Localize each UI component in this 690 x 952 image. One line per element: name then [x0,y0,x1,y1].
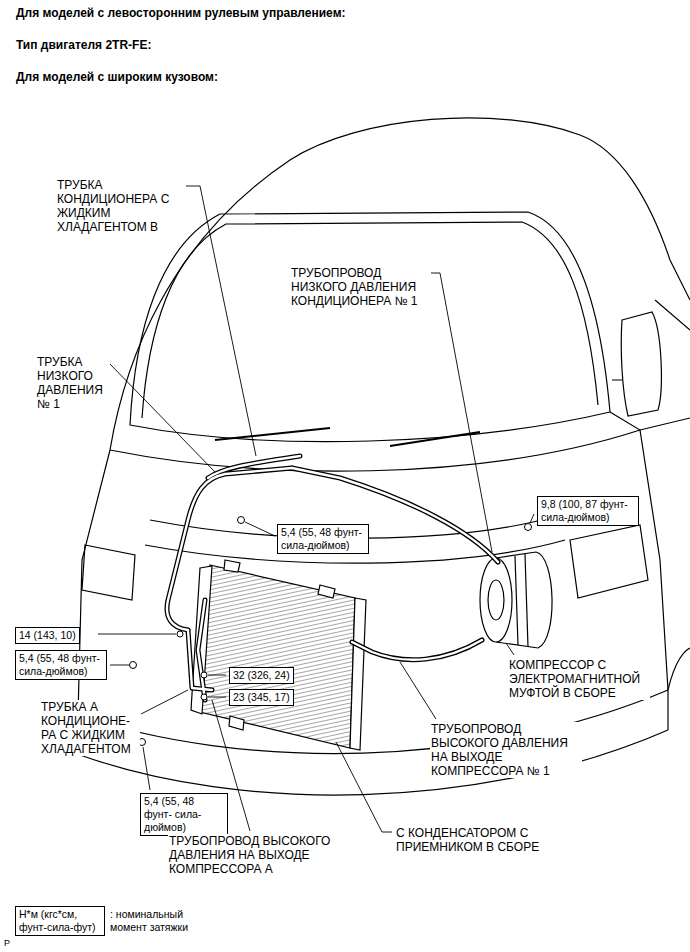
pipe-fill [167,456,498,700]
legend-sample-box: Н*м (кгс*см, фунт-сила-фут) [15,906,105,936]
condenser [191,560,366,750]
receiver-tank [350,598,366,750]
pipe-outline [167,456,498,700]
compressor-rib [515,554,528,647]
torque-box: 9,8 (100, 87 фунт- сила-дюймов) [537,496,639,526]
bolt [238,517,245,524]
bolt [201,672,207,678]
torque-box: 5,4 (55, 48 фунт- сила-дюймов) [277,524,369,554]
part-name: ТРУБКА НИЗКОГО ДАВЛЕНИЯ № 1 [36,355,110,411]
torque-value: Н*м (кгс*см, фунт-сила-фут) [19,908,101,934]
condenser-bracket [224,560,335,730]
leader-line [108,362,215,472]
torque-value: 5,4 (55, 48 фунт- сила-дюймов) [144,795,224,834]
bolt [130,662,137,669]
side-mirror [612,312,661,416]
part-name: ТРУБКА КОНДИЦИОНЕРА С ЖИДКИМ ХЛАДАГЕНТОМ… [56,178,183,234]
leader-line [143,747,150,790]
leader-line [208,675,226,676]
torque-box: 23 (345, 17) [229,689,294,706]
section-heading: Для моделей с левосторонним рулевым упра… [15,6,347,20]
torque-value: 14 (143, 10) [19,629,76,642]
torque-box: 5,4 (55, 48 фунт- сила-дюймов) [140,793,228,836]
bolt [525,524,532,531]
headlight [82,545,135,600]
torque-value: 5,4 (55, 48 фунт- сила-дюймов) [281,526,365,552]
legend-entry: : номинальный момент затяжки [110,908,210,934]
leader-line [400,662,436,719]
part-name: С КОНДЕНСАТОРОМ С ПРИЕМНИКОМ В СБОРЕ [395,826,552,854]
part-name: ТРУБОПРОВОД НИЗКОГО ДАВЛЕНИЯ КОНДИЦИОНЕР… [290,266,430,308]
bolts [130,517,532,746]
torque-box: 32 (326, 24) [229,667,294,684]
leader-line [530,514,534,523]
part-name: ТРУБКА А КОНДИЦИОНЕ- РА С ЖИДКИМ ХЛАДАГЕ… [40,700,140,756]
torque-box: 5,4 (55, 48 фунт- сила-дюймов) [15,650,107,680]
windshield-inner [142,222,598,418]
high-pressure-pipe [198,600,205,700]
low-pressure-tube [167,468,292,630]
leader-line [506,643,514,655]
leader-line [245,522,275,536]
leader-line [186,186,256,456]
torque-value: 9,8 (100, 87 фунт- сила-дюймов) [541,498,635,524]
low-pressure-tube [167,468,292,630]
leader-line [336,742,392,832]
leader-line [98,634,176,635]
part-name: ТРУБОПРОВОД ВЫСОКОГО ДАВЛЕНИЯ НА ВЫХОДЕ … [430,722,582,778]
windshield [130,212,610,442]
part-name: ТРУБОПРОВОД ВЫСОКОГО ДАВЛЕНИЯ НА ВЫХОДЕ … [168,834,350,876]
torque-value: 23 (345, 17) [233,691,290,704]
hood-edge [110,430,640,471]
body-outline [110,118,690,450]
figure-code: P [3,938,11,949]
grille [145,515,565,563]
leader-line [208,697,226,698]
section-heading: Тип двигателя 2TR-FE: [15,38,152,52]
bumper [78,690,668,795]
torque-value: 5,4 (55, 48 фунт- сила-дюймов) [19,652,103,678]
wiper [215,428,480,446]
high-pressure-pipe [352,640,482,660]
torque-value: 32 (326, 24) [233,669,290,682]
wheel-arch [668,648,690,690]
high-pressure-pipe [198,600,205,700]
legend-text: : номинальный момент затяжки [110,908,188,933]
clutch-hub [488,580,504,620]
clutch-pulley [480,558,512,642]
high-pressure-pipe [352,640,482,660]
section-heading: Для моделей с широким кузовом: [15,70,219,84]
leader-line [431,273,492,552]
torque-box: 14 (143, 10) [15,627,80,644]
bolt [201,694,207,700]
front-right-edge [610,412,668,690]
leader-line [141,690,188,714]
compressor [480,552,552,648]
headlight [570,525,648,598]
part-name: КОМПРЕССОР С ЭЛЕКТРОМАГНИТНОЙ МУФТОЙ В С… [508,658,650,700]
bolt [177,631,183,637]
leader-line [110,665,129,666]
